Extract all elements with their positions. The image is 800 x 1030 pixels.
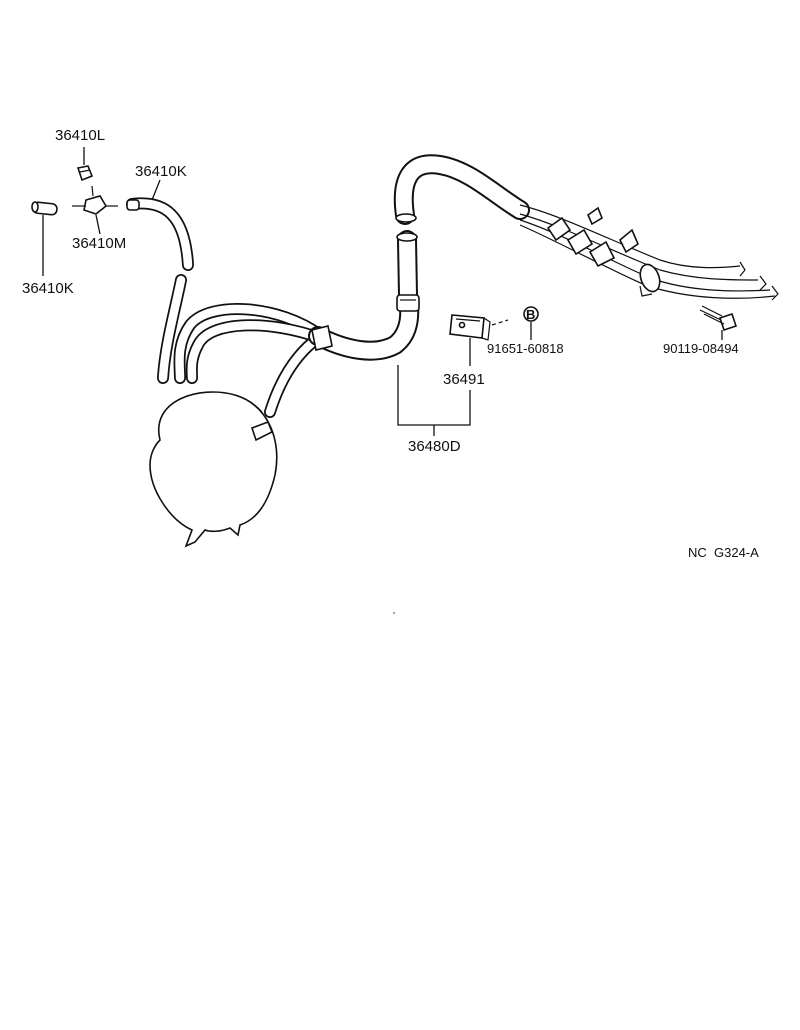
bolt-marker-label: B [526, 307, 535, 322]
label-36410L: 36410L [55, 127, 105, 144]
label-36410K-left: 36410K [22, 280, 74, 297]
bolt-marker-b: B [523, 306, 539, 322]
label-91651-60818: 91651-60818 [487, 341, 564, 356]
pipe-bundle [519, 204, 779, 301]
leader-lines [42, 147, 723, 436]
fitting-parts [31, 165, 140, 216]
label-36410M: 36410M [72, 235, 126, 252]
label-36491: 36491 [443, 371, 485, 388]
label-36480D: 36480D [408, 438, 461, 455]
stray-dot [393, 612, 395, 614]
figure-code: NC G324-A [688, 545, 759, 560]
label-90119-08494: 90119-08494 [663, 341, 739, 356]
label-36410K-top: 36410K [135, 163, 187, 180]
hose-assembly-36480D [126, 154, 530, 418]
bracket-36491 [449, 314, 509, 341]
bolt-90119 [699, 305, 738, 332]
vacuum-tank [149, 391, 278, 548]
